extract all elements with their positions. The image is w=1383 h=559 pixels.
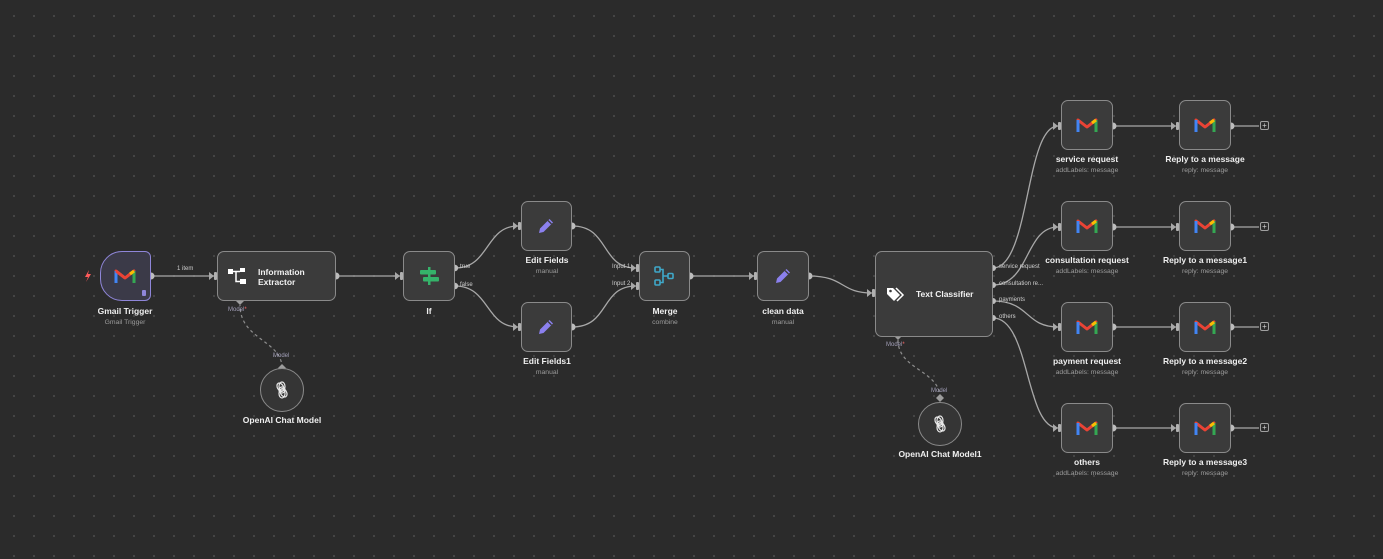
node-label: If xyxy=(426,306,432,316)
model-port-label: Model xyxy=(931,388,948,394)
node-sublabel: manual xyxy=(771,319,795,326)
node-sublabel: reply: message xyxy=(1181,167,1229,174)
merge-input2-label: Input 2 xyxy=(612,281,631,287)
gmail-icon xyxy=(1062,303,1111,350)
gmail-icon xyxy=(1180,101,1229,148)
node-edit-fields[interactable] xyxy=(521,201,572,251)
information-extractor-icon xyxy=(227,266,247,286)
node-label: Reply to a message1 xyxy=(1162,255,1248,265)
node-sublabel: addLabels: message xyxy=(1055,268,1119,275)
if-false-output-label: false xyxy=(460,282,473,288)
classifier-output-label: payments xyxy=(999,297,1026,303)
merge-icon xyxy=(640,252,688,299)
gmail-icon xyxy=(101,252,149,299)
gmail-icon xyxy=(1062,404,1111,451)
edge-if-editfields xyxy=(454,225,519,269)
add-node-button[interactable]: + xyxy=(1260,121,1269,130)
node-gmail-trigger[interactable] xyxy=(100,251,151,301)
edge-if-editfields1 xyxy=(454,285,519,328)
node-label: clean data xyxy=(762,306,804,316)
node-information-extractor[interactable]: Information Extractor xyxy=(217,251,336,301)
node-label: Gmail Trigger xyxy=(97,306,153,316)
node-title-line1: Information xyxy=(258,267,305,277)
pencil-icon xyxy=(522,202,570,249)
node-sublabel: Gmail Trigger xyxy=(104,319,146,326)
node-payment-request[interactable] xyxy=(1061,302,1113,352)
model-port-label: Model* xyxy=(228,307,247,313)
pencil-icon xyxy=(522,303,570,350)
node-service-request[interactable] xyxy=(1061,100,1113,150)
node-label: OpenAI Chat Model1 xyxy=(898,449,982,459)
edge-items-count: 1 item xyxy=(177,266,194,272)
node-edit-fields1[interactable] xyxy=(521,302,572,352)
node-merge[interactable] xyxy=(639,251,690,301)
node-openai-chat-model[interactable] xyxy=(260,368,304,412)
node-label: Merge xyxy=(652,306,678,316)
gmail-icon xyxy=(1062,202,1111,249)
node-sublabel: addLabels: message xyxy=(1055,369,1119,376)
classifier-output-label: service request xyxy=(999,264,1040,270)
tag-icon xyxy=(886,285,908,303)
classifier-output-label: consultation re... xyxy=(999,281,1044,287)
node-sublabel: addLabels: message xyxy=(1055,470,1119,477)
node-label: OpenAI Chat Model xyxy=(242,415,322,425)
node-openai-chat-model1[interactable] xyxy=(918,402,962,446)
model-port-label: Model xyxy=(273,353,290,359)
node-label: Edit Fields xyxy=(525,255,569,265)
openai-icon xyxy=(919,403,960,444)
node-consultation-request[interactable] xyxy=(1061,201,1113,251)
if-true-output-label: true xyxy=(460,264,471,270)
merge-input1-label: Input 1 xyxy=(612,264,631,270)
node-text-classifier[interactable]: Text Classifier xyxy=(875,251,993,337)
pencil-icon xyxy=(758,252,807,299)
node-label: consultation request xyxy=(1045,255,1129,265)
node-reply-to-a-message3[interactable] xyxy=(1179,403,1231,453)
edge-editfields-merge xyxy=(571,225,637,269)
node-label: payment request xyxy=(1052,356,1122,366)
gmail-icon xyxy=(1062,101,1111,148)
node-sublabel: reply: message xyxy=(1181,369,1229,376)
node-reply-to-a-message1[interactable] xyxy=(1179,201,1231,251)
gmail-icon xyxy=(1180,404,1229,451)
node-label: Reply to a message xyxy=(1165,154,1245,164)
edge-editfields1-merge xyxy=(571,285,637,328)
gmail-icon xyxy=(1180,303,1229,350)
node-label: Reply to a message2 xyxy=(1162,356,1248,366)
model-port-label: Model* xyxy=(886,342,905,348)
gmail-icon xyxy=(1180,202,1229,249)
trigger-badge-icon xyxy=(142,290,146,296)
add-node-button[interactable]: + xyxy=(1260,423,1269,432)
edge-classifier-service xyxy=(992,125,1059,269)
node-sublabel: addLabels: message xyxy=(1055,167,1119,174)
edge-clean-classifier xyxy=(808,275,873,294)
node-reply-to-a-message2[interactable] xyxy=(1179,302,1231,352)
node-sublabel: reply: message xyxy=(1181,268,1229,275)
node-others[interactable] xyxy=(1061,403,1113,453)
if-icon xyxy=(404,252,453,299)
node-label: others xyxy=(1074,457,1100,467)
node-title-line2: Extractor xyxy=(258,277,296,287)
lightning-icon xyxy=(85,270,91,282)
node-if[interactable] xyxy=(403,251,455,301)
node-clean-data[interactable] xyxy=(757,251,809,301)
classifier-output-label: others xyxy=(999,314,1016,320)
openai-icon xyxy=(261,369,302,410)
edge-classifier-others xyxy=(992,317,1059,429)
node-sublabel: combine xyxy=(652,319,678,326)
node-label: Edit Fields1 xyxy=(523,356,571,366)
node-reply-to-a-message[interactable] xyxy=(1179,100,1231,150)
node-sublabel: reply: message xyxy=(1181,470,1229,477)
add-node-button[interactable]: + xyxy=(1260,322,1269,331)
node-sublabel: manual xyxy=(535,369,559,376)
node-label: service request xyxy=(1055,154,1119,164)
add-node-button[interactable]: + xyxy=(1260,222,1269,231)
node-sublabel: manual xyxy=(535,268,559,275)
node-title: Text Classifier xyxy=(916,289,974,299)
node-label: Reply to a message3 xyxy=(1162,457,1248,467)
